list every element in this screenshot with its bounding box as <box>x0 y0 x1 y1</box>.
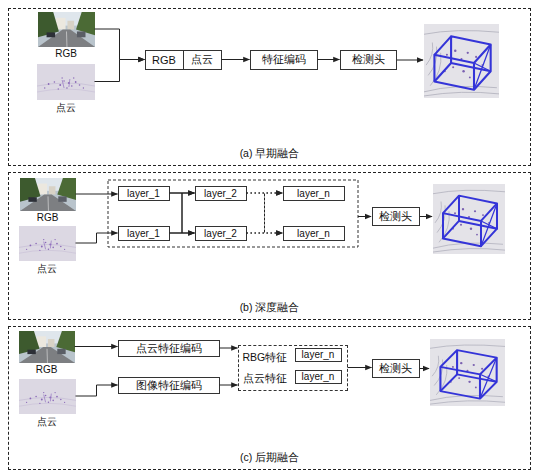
box-label: layer_n <box>297 188 330 199</box>
box-label: 特征编码 <box>262 52 306 67</box>
arrow-connector <box>95 29 145 60</box>
panel-caption: (c) 后期融合 <box>9 451 530 465</box>
point-cloud-image <box>37 64 95 100</box>
process-box: layer_1 <box>118 186 170 201</box>
dashed-panel: RGB 点云 layer_1 layer_2 layer_n layer_1 layer_2… <box>8 172 531 320</box>
image-thumbnail: RGB <box>38 12 95 47</box>
arrow-connector <box>247 193 283 233</box>
arrow-connector <box>222 59 250 60</box>
feature-label: 点云特征 <box>243 372 287 386</box>
output-arrow <box>397 60 423 61</box>
box-label: layer_1 <box>127 228 160 239</box>
arrow-connector <box>76 385 118 396</box>
arrow-connector <box>170 193 195 194</box>
image-label: RGB <box>36 364 58 375</box>
process-box: layer_n <box>295 370 342 384</box>
dashed-panel: RGB点云RGB点云特征编码检测头(a) 早期融合 <box>8 8 531 166</box>
output-arrow <box>420 216 432 217</box>
panel-caption: (b) 深度融合 <box>9 301 530 315</box>
output-arrow <box>358 216 371 217</box>
arrow-connector <box>95 60 145 82</box>
process-box: 点云特征编码 <box>118 340 220 357</box>
process-box: 检测头 <box>372 359 420 378</box>
arrow-connector <box>170 233 195 234</box>
process-box: 检测头 <box>372 207 420 226</box>
image-thumbnail: 点云 <box>19 379 76 414</box>
detection-result-image <box>430 339 505 406</box>
box-label: layer_2 <box>204 188 237 199</box>
box-label: layer_n <box>297 228 330 239</box>
arrow-connector <box>75 346 118 347</box>
arrow-connector <box>220 348 238 349</box>
rgb-photo <box>38 12 95 47</box>
arrow-connector <box>76 233 118 243</box>
box-label: 点云特征编码 <box>136 341 202 356</box>
image-label: RGB <box>37 212 59 223</box>
arrow-connector <box>170 193 195 233</box>
process-box: 特征编码 <box>250 50 318 70</box>
image-thumbnail: RGB <box>19 331 75 363</box>
arrow-connector <box>348 367 372 368</box>
box-label: 检测头 <box>379 361 412 376</box>
dashed-group: layer_n layer_n RBG特征点云特征 <box>238 345 348 391</box>
panel-caption: (a) 早期融合 <box>9 147 530 161</box>
process-box: 图像特征编码 <box>118 377 220 394</box>
process-box: layer_n <box>283 186 345 201</box>
image-label: 点云 <box>56 101 76 115</box>
image-thumbnail: 点云 <box>19 226 76 261</box>
arrow-connector <box>318 59 340 60</box>
detection-result-image <box>433 184 505 254</box>
process-box: layer_n <box>283 226 345 241</box>
box-label: layer_n <box>302 349 335 360</box>
rgb-photo <box>19 331 75 363</box>
box-label: 检测头 <box>352 52 385 67</box>
box-label: layer_2 <box>204 228 237 239</box>
detection-result-image <box>424 24 499 98</box>
image-label: 点云 <box>37 262 57 276</box>
process-box: layer_n <box>295 348 342 362</box>
split-box: RGB点云 <box>145 50 222 70</box>
process-box: 检测头 <box>340 50 397 70</box>
image-label: 点云 <box>37 415 57 429</box>
arrow-connector <box>76 194 118 195</box>
output-arrow <box>420 368 429 369</box>
process-box: layer_2 <box>195 226 247 241</box>
arrow-connector <box>170 193 195 233</box>
arrow-connector <box>247 193 283 194</box>
point-cloud-image <box>19 379 76 414</box>
image-thumbnail: 点云 <box>37 64 95 100</box>
arrow-connector <box>247 193 283 233</box>
layer-group-frame <box>108 180 358 247</box>
rgb-photo <box>20 178 76 211</box>
box-label: RGB <box>146 51 184 69</box>
box-label: 检测头 <box>379 209 412 224</box>
process-box: layer_1 <box>118 226 170 241</box>
feature-label: RBG特征 <box>243 351 288 365</box>
box-label: 点云 <box>184 51 221 69</box>
box-label: layer_1 <box>127 188 160 199</box>
arrow-connector <box>247 233 283 234</box>
point-cloud-image <box>19 226 76 261</box>
arrow-connector <box>220 385 238 386</box>
box-label: 图像特征编码 <box>136 378 202 393</box>
process-box: layer_2 <box>195 186 247 201</box>
box-label: layer_n <box>302 371 335 382</box>
image-thumbnail: RGB <box>20 178 76 211</box>
image-label: RGB <box>55 48 77 59</box>
dashed-panel: RGB 点云 点云特征编码图像特征编码 layer_n layer_n RBG特征点云特征… <box>8 326 531 470</box>
